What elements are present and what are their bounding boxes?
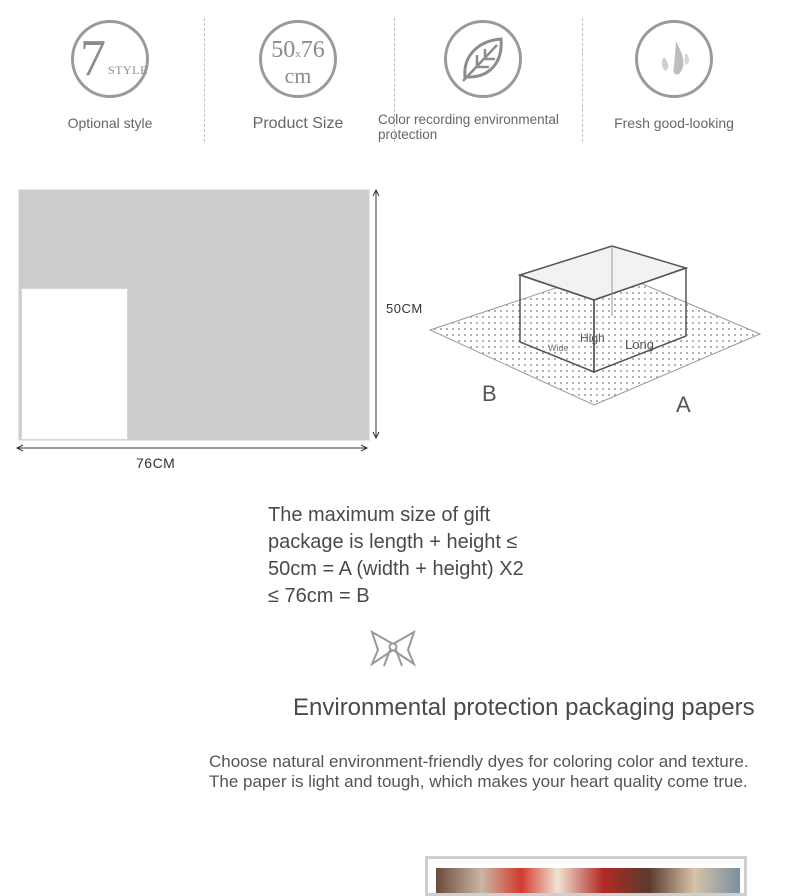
svg-text:B: B <box>482 381 497 406</box>
svg-text:Long: Long <box>625 337 654 352</box>
feature-label: Fresh good-looking <box>614 115 734 131</box>
feature-product-size: 50x76 cm Product Size <box>208 18 388 158</box>
svg-text:Wide: Wide <box>548 343 569 353</box>
bow-icon <box>369 629 417 667</box>
gift-box-diagram: Wide High Long B A <box>428 245 762 417</box>
dimension-arrows <box>15 188 380 452</box>
leaf-icon <box>444 20 522 98</box>
photo-image <box>436 868 740 893</box>
droplet-icon <box>635 20 713 98</box>
feature-environmental: Color recording environmental protection <box>378 18 578 158</box>
height-dimension-label: 50CM <box>386 301 423 316</box>
feature-optional-style: 7 STYLE Optional style <box>20 18 200 158</box>
section-title: Environmental protection packaging paper… <box>293 694 755 721</box>
paper-insert <box>21 288 128 440</box>
width-dimension-label: 76CM <box>136 455 176 471</box>
product-photo <box>425 856 747 896</box>
style-7-icon: 7 STYLE <box>71 20 149 98</box>
feature-label: Optional style <box>67 115 153 131</box>
feature-label: Color recording environmental protection <box>378 112 559 142</box>
divider <box>204 18 205 142</box>
feature-label: Product Size <box>252 115 344 132</box>
size-icon: 50x76 cm <box>259 20 337 98</box>
size-formula-text: The maximum size of gift package is leng… <box>268 504 524 607</box>
divider <box>394 18 395 142</box>
feature-fresh: Fresh good-looking <box>584 18 764 158</box>
paper-sheet <box>18 189 370 441</box>
divider <box>582 18 583 142</box>
svg-text:A: A <box>676 392 691 417</box>
section-description: Choose natural environment-friendly dyes… <box>209 752 749 791</box>
svg-text:High: High <box>580 331 605 345</box>
